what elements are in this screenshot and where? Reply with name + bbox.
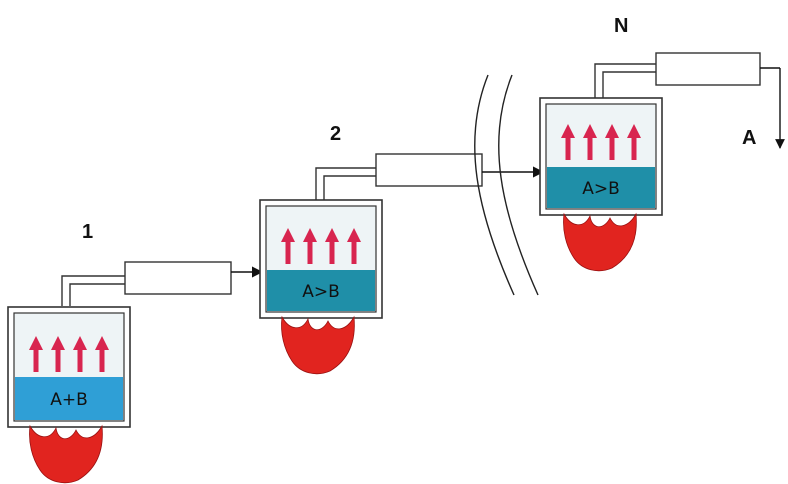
stage-number: 1 [82, 221, 93, 243]
flame-icon [281, 315, 355, 375]
stage-2: 2 A>B [259, 123, 545, 375]
vapor-arrow-icon [73, 336, 87, 372]
vapor-arrow-icon [627, 124, 641, 160]
liquid-label: A>B [582, 179, 620, 199]
break-mark-icon [474, 74, 539, 296]
vapor-arrow-icon [51, 336, 65, 372]
vapor-arrow-icon [583, 124, 597, 160]
vapor-arrow-icon [95, 336, 109, 372]
vapor-pipe [61, 275, 125, 306]
vapor-arrows [29, 336, 109, 372]
vapor-arrow-icon [303, 228, 317, 264]
flame-icon [29, 424, 103, 484]
vapor-pipe [315, 167, 376, 200]
liquid [15, 377, 123, 420]
liquid-label: A>B [302, 282, 340, 302]
flame-icon [563, 212, 637, 272]
stage-1: 1 A+B [7, 221, 264, 484]
condenser [655, 52, 761, 86]
vapor-arrow-icon [561, 124, 575, 160]
liquid [267, 270, 375, 311]
stage-number: 2 [330, 123, 341, 145]
condenser [124, 261, 232, 295]
liquid-label: A+B [50, 390, 88, 410]
vapor-arrows [561, 124, 641, 160]
output-label: A [742, 127, 756, 149]
liquid [547, 167, 655, 208]
stage-number: N [614, 15, 628, 37]
vapor-arrow-icon [325, 228, 339, 264]
vapor-arrow-icon [347, 228, 361, 264]
vapor-arrow-icon [29, 336, 43, 372]
vapor-arrows [281, 228, 361, 264]
condenser [375, 153, 483, 187]
stage-n: N A A>B [539, 15, 785, 272]
vapor-arrow-icon [281, 228, 295, 264]
vapor-pipe [594, 63, 656, 98]
vapor-arrow-icon [605, 124, 619, 160]
